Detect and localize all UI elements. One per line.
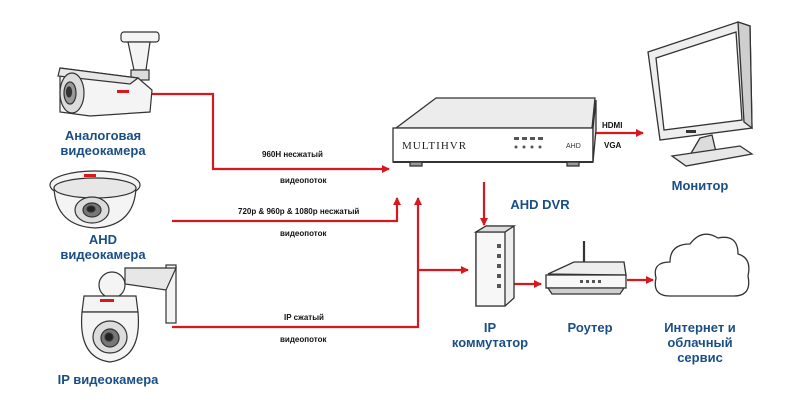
analog-camera-label: Аналоговая видеокамера [28,128,178,158]
connection-wires [150,92,654,329]
monitor-vga-label: VGA [604,141,622,150]
ahd-dome-camera-icon [49,170,141,229]
monitor-hdmi-label: HDMI [602,121,623,130]
ip-switch-icon [473,225,517,307]
analog-stream-line1: 960H несжатый [262,150,323,159]
dvr-label: AHD DVR [510,197,570,212]
switch-label-line2: коммутатор [451,335,529,350]
cloud-label: Интернет и облачный сервис [650,320,750,365]
ahd-dvr-icon [392,97,597,167]
router-icon [545,241,627,295]
wire-ip-to-dvr [172,197,422,329]
monitor-icon [647,21,754,167]
analog-camera-label-line1: Аналоговая [64,128,142,143]
dvr-badge-text: AHD [566,143,581,150]
cloud-label-line1: Интернет и [664,320,736,335]
router-label: Роутер [567,320,613,335]
switch-label: IP коммутатор [435,320,545,350]
wire-analog-to-dvr [150,92,390,173]
cloud-icon [654,233,750,297]
wire-ahd-to-dvr [172,197,401,223]
ip-stream-line1: IP сжатый [284,313,324,322]
ahd-camera-label: AHD видеокамера [28,232,178,262]
ip-ptz-camera-icon [80,264,177,363]
ahd-camera-label-line2: видеокамера [60,247,146,262]
switch-label-line1: IP [483,320,497,335]
ahd-stream-line1: 720p & 960p & 1080p несжатый [238,207,360,216]
cloud-label-line3: сервис [677,350,723,365]
analog-camera-label-line2: видеокамера [60,143,146,158]
monitor-label: Монитор [671,178,729,193]
cloud-label-line2: облачный [667,335,733,350]
ahd-camera-label-line1: AHD [88,232,118,247]
ahd-stream-line2: видеопоток [280,229,327,238]
analog-stream-line2: видеопоток [280,176,327,185]
analog-camera-icon [57,31,160,117]
ip-camera-label: IP видеокамера [57,372,159,387]
dvr-brand-text: MULTIHVR [402,140,467,152]
ip-stream-line2: видеопоток [280,335,327,344]
